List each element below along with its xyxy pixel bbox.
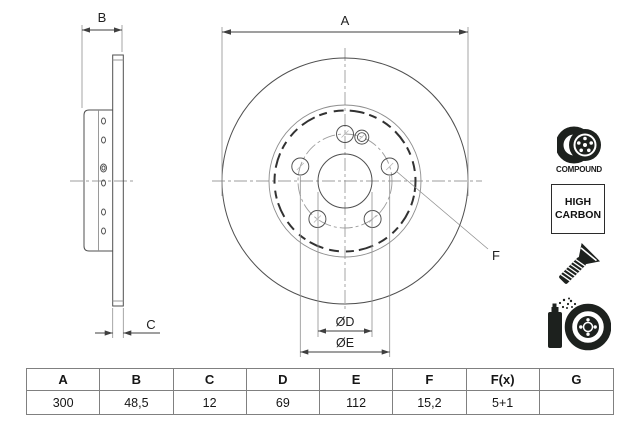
dim-label-f: F — [492, 248, 500, 263]
high-carbon-badge: HIGH CARBON — [551, 184, 605, 234]
hub-hat-outline — [83, 109, 113, 252]
table-header-cell: F(x) — [466, 369, 540, 391]
coated-disc — [564, 303, 611, 351]
table-value-cell: 48,5 — [100, 391, 174, 414]
dimension-c: C — [95, 308, 160, 338]
table-header-cell: B — [100, 369, 174, 391]
table-value-cell — [540, 391, 613, 414]
dim-label-c: C — [146, 317, 155, 332]
high-carbon-line1: HIGH — [564, 195, 592, 208]
center-bore-circle — [317, 153, 373, 209]
spray-can — [548, 297, 577, 348]
table-header-cell: G — [539, 369, 613, 391]
high-carbon-line2: CARBON — [554, 209, 602, 221]
dim-label-e: ØE — [336, 336, 354, 350]
side-view-set-screw — [100, 163, 107, 173]
table-header-cell: E — [320, 369, 394, 391]
dimension-a: A — [221, 13, 469, 196]
side-view-bolt-holes — [100, 117, 107, 235]
dim-label-b: B — [98, 10, 107, 25]
table-value-cell: 12 — [174, 391, 247, 414]
table-header-cell: D — [246, 369, 320, 391]
countersunk-screw-icon — [559, 242, 601, 284]
dimension-d: ØD — [317, 192, 373, 337]
compound-disc-icon — [557, 126, 601, 164]
dimension-e: ØE — [299, 176, 391, 357]
table-value-cell: 5+1 — [467, 391, 540, 414]
table-header-cell: A — [27, 369, 101, 391]
dimension-b: B — [81, 10, 123, 108]
disc-plate-outline — [112, 54, 124, 307]
spray-particles — [558, 297, 577, 309]
front-view — [212, 48, 482, 310]
table-value-cell: 69 — [247, 391, 320, 414]
side-view — [70, 54, 135, 307]
dimension-table: A B C D E F F(x) G 300 48,5 12 69 112 15… — [26, 368, 614, 415]
front-view-bolt-holes — [291, 125, 399, 228]
table-value-cell: 300 — [27, 391, 101, 414]
dim-label-a: A — [341, 13, 350, 28]
hat-edge-circle — [268, 104, 422, 258]
table-value-cell: 112 — [320, 391, 394, 414]
table-value-row: 300 48,5 12 69 112 15,2 5+1 — [27, 391, 613, 414]
table-header-cell: F — [393, 369, 467, 391]
dimension-f: F — [395, 170, 500, 263]
compound-label: COMPOUND — [556, 165, 602, 174]
serrated-hat-circle — [273, 109, 417, 253]
spray-coated-disc-icon — [548, 297, 611, 351]
table-value-cell: 15,2 — [393, 391, 467, 414]
table-header-cell: C — [173, 369, 247, 391]
set-screw-hole — [354, 129, 370, 145]
table-header-row: A B C D E F F(x) G — [27, 369, 613, 391]
dim-label-d: ØD — [336, 315, 355, 329]
technical-drawing: A B C ØD — [70, 10, 500, 357]
